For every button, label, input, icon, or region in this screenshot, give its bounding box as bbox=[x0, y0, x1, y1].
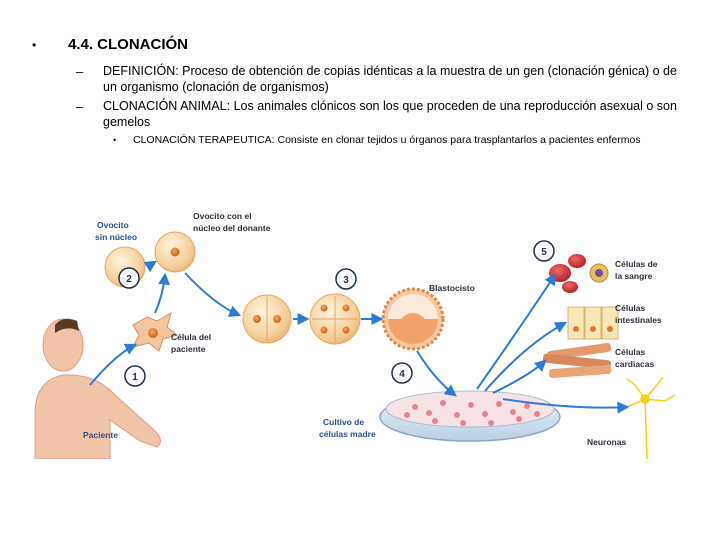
oocyte-donor-nucleus bbox=[154, 231, 196, 273]
intestinal-cells bbox=[567, 306, 619, 340]
label-blood-2: la sangre bbox=[615, 271, 653, 281]
label-oocyte-donor: Ovocito con el bbox=[193, 211, 252, 221]
label-patient-cell: Célula del bbox=[171, 332, 211, 342]
patient-cell bbox=[132, 311, 179, 352]
svg-text:1: 1 bbox=[132, 372, 138, 383]
svg-text:5: 5 bbox=[541, 247, 547, 258]
sub-bullet: • bbox=[113, 135, 117, 145]
label-patient-cell-2: paciente bbox=[171, 344, 206, 354]
label-blastocyst: Blastocisto bbox=[429, 283, 475, 293]
step-5: 5 bbox=[533, 240, 555, 262]
dash-marker-animal: – bbox=[76, 99, 84, 114]
label-culture-2: células madre bbox=[319, 429, 376, 439]
label-cardiac-2: cardiacas bbox=[615, 359, 654, 369]
therapeutic-cloning-text: CLONACIÓN TERAPEUTICA: Consiste en clona… bbox=[133, 134, 641, 146]
definition-text: DEFINICIÓN: Proceso de obtención de copi… bbox=[103, 64, 677, 94]
svg-text:4: 4 bbox=[399, 369, 405, 380]
step-3: 3 bbox=[335, 268, 357, 290]
label-cardiac: Células bbox=[615, 347, 646, 357]
blastocyst bbox=[381, 287, 445, 351]
main-bullet: • bbox=[32, 38, 37, 52]
dash-marker-definition: – bbox=[76, 64, 84, 79]
step-4: 4 bbox=[391, 362, 413, 384]
two-cell-embryo bbox=[242, 294, 292, 344]
cardiac-cells bbox=[542, 342, 612, 378]
svg-text:2: 2 bbox=[126, 274, 132, 285]
four-cell-embryo bbox=[309, 293, 361, 345]
label-blood: Células de bbox=[615, 259, 658, 269]
cloning-diagram: 1 2 3 4 5 Ovocito sin núcleo Ovocito con… bbox=[15, 195, 683, 459]
step-2: 2 bbox=[118, 267, 140, 289]
animal-cloning-text: CLONACIÓN ANIMAL: Los animales clónicos … bbox=[103, 99, 677, 129]
slide-heading: 4.4. CLONACIÓN bbox=[68, 36, 189, 53]
neuron bbox=[626, 376, 676, 459]
label-neurons: Neuronas bbox=[587, 437, 626, 447]
label-intestinal: Células bbox=[615, 303, 646, 313]
process-arrows bbox=[89, 260, 630, 414]
patient-figure bbox=[34, 318, 161, 459]
label-patient: Paciente bbox=[83, 430, 118, 440]
label-oocyte-2: sin núcleo bbox=[95, 232, 137, 242]
stem-cell-culture-dish bbox=[379, 390, 561, 442]
label-culture: Cultivo de bbox=[323, 417, 364, 427]
label-intestinal-2: intestinales bbox=[615, 315, 662, 325]
step-1: 1 bbox=[124, 365, 146, 387]
svg-text:3: 3 bbox=[343, 275, 349, 286]
label-oocyte-donor-2: núcleo del donante bbox=[193, 223, 271, 233]
label-oocyte: Ovocito bbox=[97, 220, 129, 230]
